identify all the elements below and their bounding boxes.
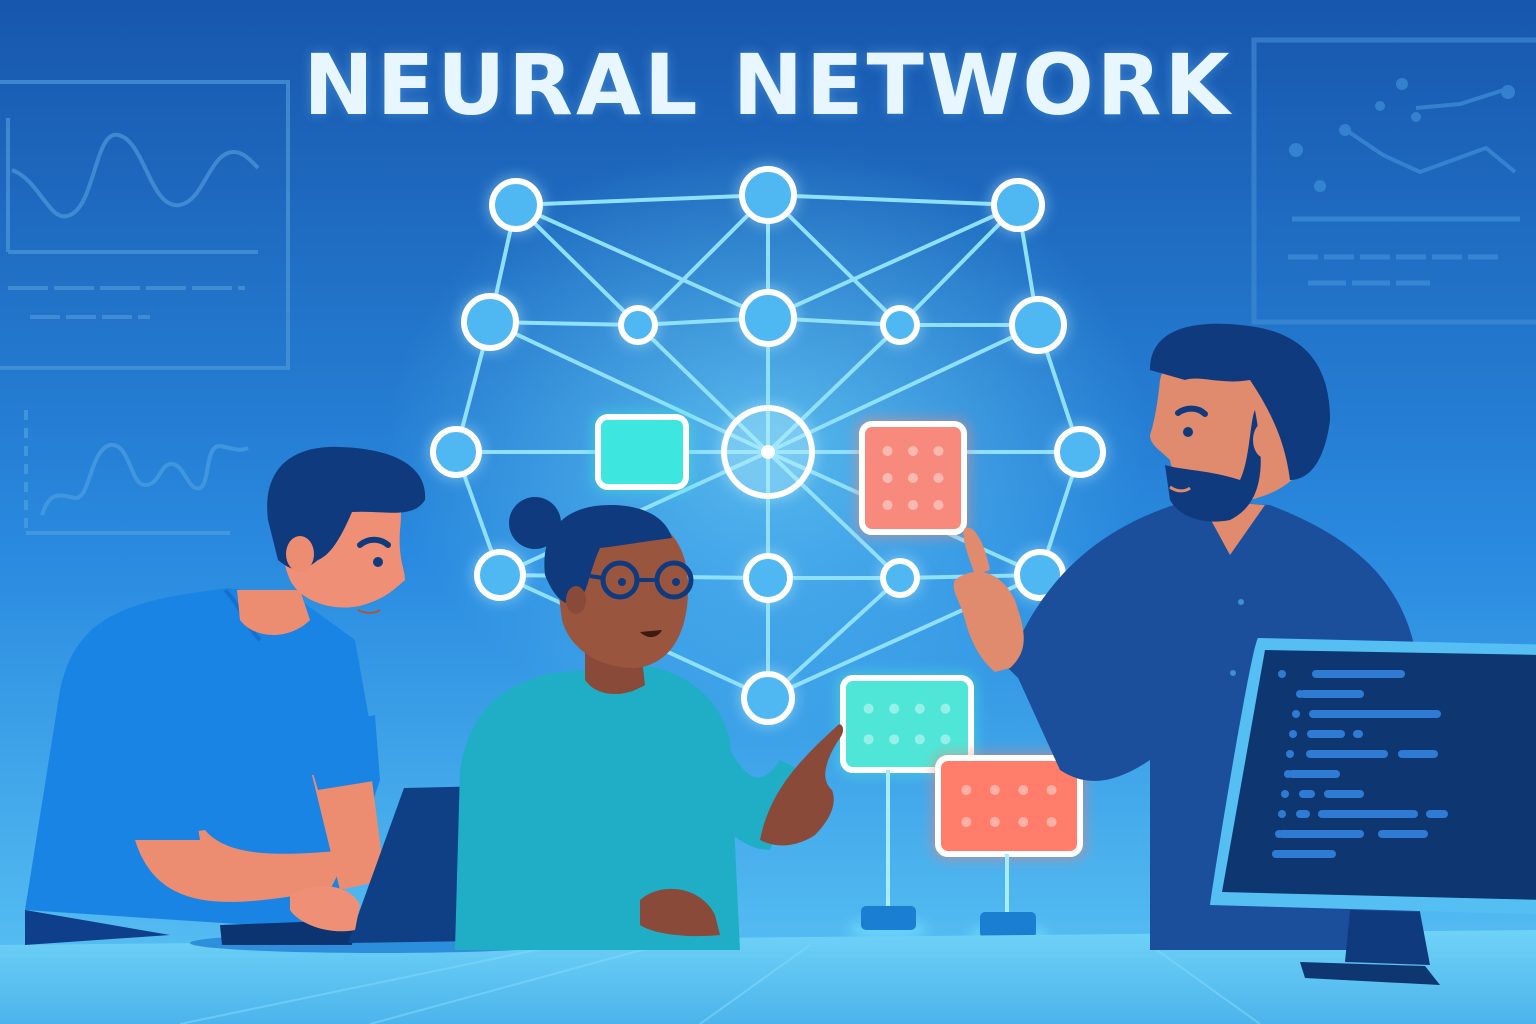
network-node: [743, 553, 793, 603]
table-surface: [0, 930, 1536, 1024]
red-grid-card: [856, 418, 970, 538]
bg-panel-left-top: [0, 80, 290, 370]
man-blue-tshirt: [25, 446, 426, 945]
table-grid-lines: [179, 944, 1261, 1024]
network-node: [1054, 426, 1106, 478]
network-edge: [766, 193, 1020, 207]
network-node: [739, 289, 797, 347]
floating-cards: [592, 411, 1086, 860]
network-node: [721, 405, 815, 499]
network-node: [430, 426, 482, 478]
network-node: [741, 671, 795, 725]
network-node: [991, 178, 1045, 232]
network-node: [739, 166, 797, 224]
network-node: [489, 178, 543, 232]
teal-grid-card: [837, 672, 977, 776]
desktop-monitor: [1210, 638, 1536, 985]
network-node: [880, 558, 920, 598]
network-edge: [766, 203, 1020, 320]
red-grid-card-lower: [932, 752, 1086, 860]
network-node: [474, 549, 526, 601]
network-edge: [514, 193, 770, 207]
woman-with-glasses: [455, 497, 844, 950]
network-node: [1009, 296, 1067, 354]
teal-square-card: [592, 411, 692, 493]
network-node: [461, 293, 519, 351]
network-edge: [514, 203, 770, 320]
network-node: [880, 305, 920, 345]
center-node-dot: [761, 445, 775, 459]
bg-panel-left-bottom: [24, 410, 249, 535]
network-nodes: [427, 163, 1109, 728]
bg-panel-right: [1251, 37, 1536, 325]
network-edge: [488, 320, 770, 454]
network-node: [618, 305, 658, 345]
page-title: NEURAL NETWORK: [303, 36, 1233, 134]
